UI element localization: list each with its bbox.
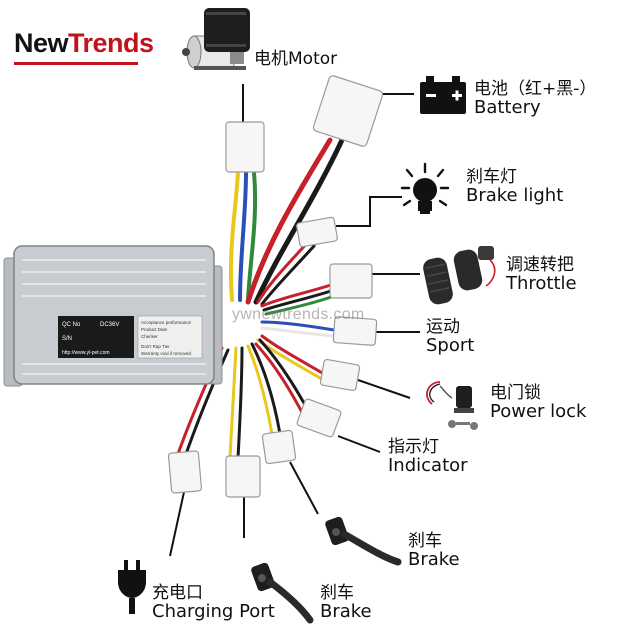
label-throttle-cn: 调速转把 [506, 255, 574, 275]
connectors [167, 75, 384, 498]
wire-lock-1 [260, 334, 326, 376]
wire-throttle-2 [262, 288, 336, 312]
label-power-lock-en: Power lock [490, 401, 587, 423]
label-sport-en: Sport [426, 335, 475, 357]
wire-brake-light-2 [260, 244, 316, 306]
brand-logo: NewTrends [14, 28, 154, 59]
controller-sn-label: S/N [62, 336, 72, 342]
label-charging-port: 充电口 Charging Port [152, 584, 275, 622]
connector-throttle [329, 263, 373, 299]
label-battery-cn: 电池（红+黑-） [474, 79, 597, 99]
brand-underline [14, 62, 138, 65]
leader-brake-right [289, 461, 319, 515]
controller-sticker-line-1: Acceptance performance [141, 320, 192, 325]
leader-charging-port [169, 491, 185, 557]
watermark: ywnewtrends.com [232, 306, 365, 323]
label-brake-light-cn: 刹车灯 [466, 167, 517, 187]
controller-sticker-note-2: Warranty void if removed [141, 351, 191, 356]
controller-sticker-note-1: Don't Rap Tier [141, 344, 170, 349]
label-brake-right-en: Brake [408, 549, 460, 571]
label-brake-bottom: 刹车 Brake [320, 584, 372, 622]
leader-indicator [337, 435, 381, 453]
brand-logo-part2: Trends [68, 28, 154, 58]
controller-qc-label: QC No [62, 322, 81, 328]
connector-brake-bottom [225, 455, 261, 498]
connector-brake-right [261, 429, 297, 465]
controller-fins [22, 259, 206, 375]
label-power-lock-cn: 电门锁 [490, 383, 541, 403]
wire-throttle-1 [260, 282, 336, 308]
label-brake-light: 刹车灯 Brake light [466, 168, 563, 206]
wire-brake-b-1 [228, 346, 238, 460]
wire-motor-blue [238, 170, 248, 302]
wire-motor-green [246, 170, 258, 302]
wires [176, 137, 345, 460]
leader-brake-light [336, 196, 402, 227]
label-brake-right: 刹车 Brake [408, 532, 460, 570]
label-sport-cn: 运动 [426, 317, 460, 337]
controller-sticker [137, 315, 203, 359]
connector-battery [312, 75, 384, 147]
label-indicator-cn: 指示灯 [388, 437, 439, 457]
connector-sport [332, 316, 378, 346]
label-brake-right-cn: 刹车 [408, 531, 442, 551]
label-brake-light-en: Brake light [466, 185, 564, 207]
wire-battery-red [245, 137, 333, 305]
connector-indicator [296, 398, 342, 438]
label-indicator-en: Indicator [388, 455, 468, 477]
battery-icon [420, 76, 466, 114]
label-throttle: 调速转把 Throttle [506, 256, 577, 294]
connector-motor [225, 121, 265, 173]
label-motor-cn: 电机 [254, 49, 288, 69]
wire-throttle-3 [264, 294, 336, 316]
wire-sport-1 [260, 320, 336, 332]
label-brake-bottom-en: Brake [320, 601, 372, 623]
controller-sticker-line-3: Checker [141, 334, 158, 339]
wire-charge-black [184, 348, 230, 456]
brake-lever-icon-right [325, 516, 402, 566]
label-power-lock: 电门锁 Power lock [490, 384, 586, 422]
label-motor: 电机Motor [254, 50, 337, 68]
motor-icon [182, 8, 250, 70]
key-icon [426, 381, 478, 430]
label-throttle-en: Throttle [506, 273, 577, 295]
controller-url: http://www.yl-pet.com [62, 350, 110, 356]
leader-power-lock [357, 379, 411, 399]
label-indicator: 指示灯 Indicator [388, 438, 468, 476]
brand-logo-part1: New [14, 28, 69, 58]
wire-brake-r-1 [246, 344, 274, 436]
wire-sport-2 [260, 326, 336, 338]
label-charging-port-cn: 充电口 [152, 583, 203, 603]
controller-label-plate [58, 316, 134, 358]
label-battery-en: Battery [474, 97, 541, 119]
plug-icon [118, 560, 146, 614]
throttle-icon [423, 246, 496, 305]
label-sport: 运动 Sport [426, 318, 474, 356]
label-motor-en: Motor [288, 49, 338, 69]
wire-motor-yellow [228, 170, 240, 302]
bulb-icon [400, 162, 450, 214]
wire-indicator-1 [254, 342, 306, 418]
controller: QC No DC36V S/N http://www.yl-pet.com Ac… [3, 245, 223, 387]
connector-power-lock [319, 358, 361, 392]
wire-brake-r-2 [250, 342, 282, 436]
connector-brake-light [296, 216, 338, 248]
connector-charging-port [167, 450, 203, 494]
controller-voltage-label: DC36V [100, 322, 119, 328]
wire-brake-light-1 [256, 240, 310, 304]
wire-brake-b-2 [236, 346, 244, 460]
label-charging-port-en: Charging Port [152, 601, 275, 623]
label-brake-bottom-cn: 刹车 [320, 583, 354, 603]
controller-sticker-line-2: Product Date [141, 327, 168, 332]
brake-lever-icon-bottom [251, 562, 314, 624]
label-battery: 电池（红+黑-） Battery [474, 80, 596, 118]
